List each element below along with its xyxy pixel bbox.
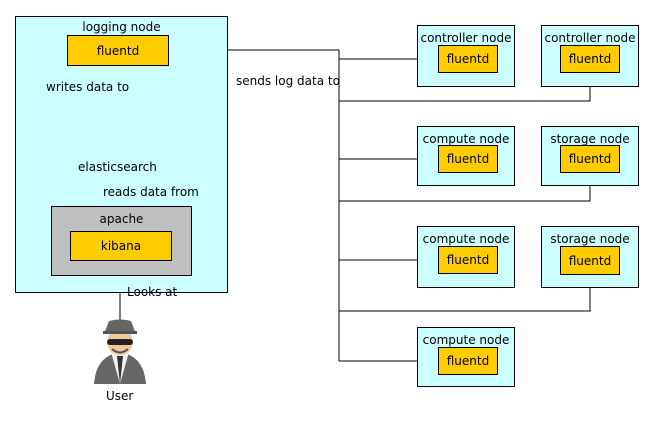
node-fluentd-box[interactable]: fluentd (560, 45, 620, 73)
node-fluentd-box[interactable]: fluentd (438, 45, 498, 73)
compute-node-3: compute node (417, 327, 515, 387)
elasticsearch-label: elasticsearch (78, 160, 157, 174)
controller-node-2: controller node (541, 25, 639, 87)
node-title: controller node (544, 31, 636, 45)
user-label: User (106, 389, 134, 403)
user-spy-icon (94, 319, 146, 384)
kibana-box[interactable]: kibana (70, 231, 172, 261)
node-title: compute node (422, 132, 510, 146)
node-title: compute node (422, 232, 510, 246)
storage-node-1: storage node (541, 126, 639, 186)
storage-node-2: storage node (541, 226, 639, 288)
writes-data-label: writes data to (46, 80, 130, 94)
node-title: controller node (420, 31, 512, 45)
node-fluentd-box[interactable]: fluentd (438, 145, 498, 173)
node-fluentd-box[interactable]: fluentd (560, 145, 620, 173)
node-title: compute node (422, 333, 510, 347)
logging-fluentd-box[interactable]: fluentd (67, 35, 169, 66)
node-fluentd-box[interactable]: fluentd (438, 246, 498, 274)
reads-data-label: reads data from (103, 185, 199, 199)
node-fluentd-box[interactable]: fluentd (560, 246, 620, 275)
node-title: storage node (550, 132, 630, 146)
node-title: storage node (550, 232, 630, 246)
logging-node-title: logging node (82, 20, 161, 34)
looks-at-label: Looks at (127, 285, 178, 299)
apache-title: apache (99, 212, 144, 226)
node-fluentd-box[interactable]: fluentd (438, 347, 498, 375)
controller-node-1: controller node (417, 25, 515, 87)
sends-log-data-label: sends log data to (236, 74, 340, 88)
